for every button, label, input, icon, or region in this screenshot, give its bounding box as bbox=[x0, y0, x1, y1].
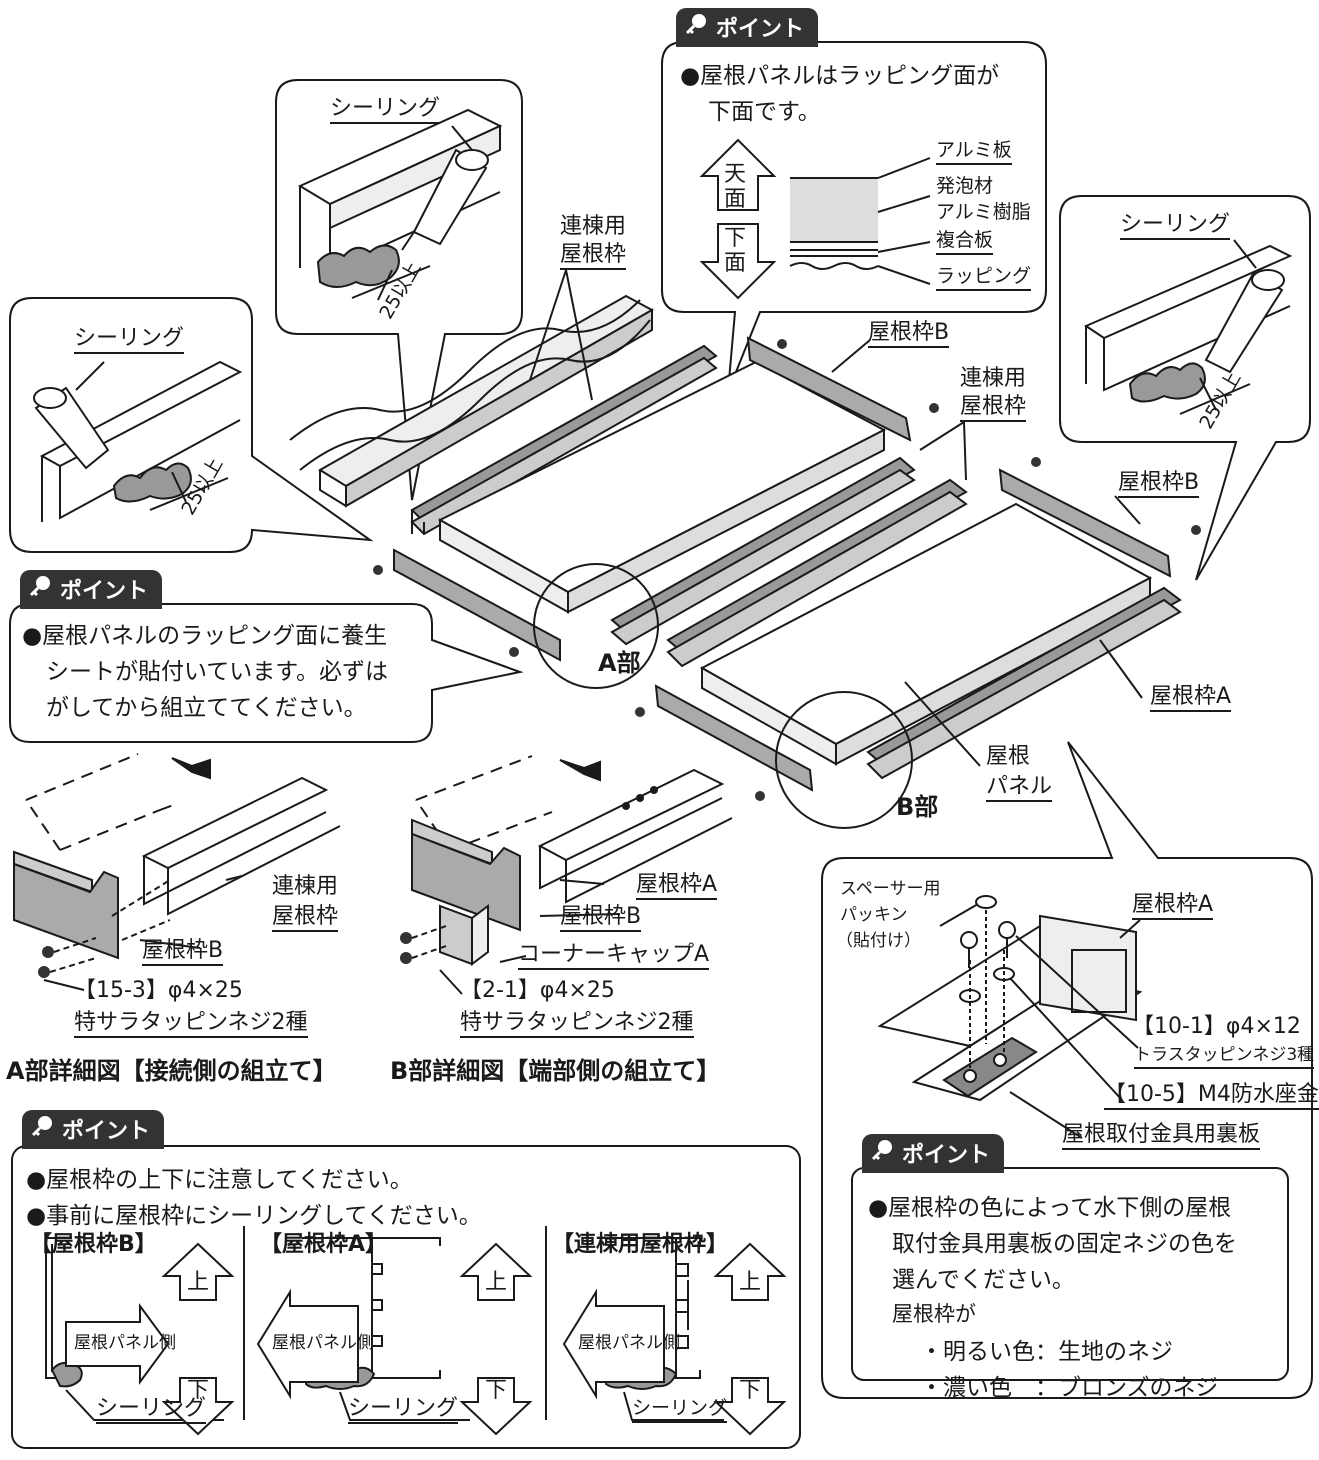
color-point-l1: ●屋根枠の色によって水下側の屋根 bbox=[868, 1195, 1232, 1221]
renmune-frame-label-2b: 屋根枠 bbox=[960, 394, 1027, 423]
section-renmune: 【連棟用屋根枠】 bbox=[552, 1232, 729, 1257]
bottom-point-l1: ●屋根枠の上下に注意してください。 bbox=[26, 1167, 413, 1193]
detail-b-frame-a: 屋根枠A bbox=[636, 872, 718, 901]
panel-side-b: 屋根パネル側 bbox=[74, 1333, 176, 1353]
detail-a-caption: A部詳細図【接続側の組立て】 bbox=[6, 1057, 337, 1085]
detail-b-corner-cap: コーナーキャップA bbox=[518, 942, 710, 971]
panel-point-line1: ●屋根パネルはラッピング面が bbox=[680, 63, 1000, 89]
renmune-frame-label-1a: 連棟用 bbox=[560, 214, 627, 239]
bottom-face-label: 下面 bbox=[724, 226, 747, 277]
sealing-label-top: シーリング bbox=[330, 96, 441, 125]
point-tag-bottom: ポイント bbox=[22, 1110, 165, 1149]
spacer-label-2: パッキン bbox=[840, 905, 908, 925]
down-label-r: 下 bbox=[739, 1378, 762, 1403]
panel-label-1: 屋根 bbox=[986, 744, 1031, 769]
point-tag-panel: ポイント bbox=[676, 8, 819, 47]
top-face-label: 天面 bbox=[724, 162, 747, 213]
bottom-point-l2: ●事前に屋根枠にシーリングしてください。 bbox=[26, 1203, 482, 1229]
key-icon bbox=[871, 1140, 892, 1161]
frame-b-label-top: 屋根枠B bbox=[868, 320, 950, 349]
detail-a-renmune-2: 屋根枠 bbox=[272, 904, 339, 933]
point-tag-color: ポイント bbox=[862, 1134, 1005, 1173]
sealing-label-right: シーリング bbox=[1120, 212, 1231, 241]
callout-left-sealing bbox=[9, 297, 374, 553]
detail-a-renmune-1: 連棟用 bbox=[272, 874, 339, 899]
detail-a-screw-code: 【15-3】φ4×25 bbox=[74, 978, 243, 1003]
color-point-l5: ・明るい色：生地のネジ bbox=[920, 1339, 1173, 1365]
layer-aluminum: アルミ板 bbox=[936, 139, 1012, 165]
key-icon bbox=[31, 1116, 52, 1137]
detail-c-screw-name: トラスタッピンネジ3種 bbox=[1134, 1045, 1315, 1069]
sealing-label-b: シーリング bbox=[96, 1396, 207, 1425]
layer-wrapping: ラッピング bbox=[936, 265, 1032, 291]
color-point-l4: 屋根枠が bbox=[892, 1302, 976, 1326]
spacer-label-3: （貼付け） bbox=[836, 931, 921, 951]
panel-side-a: 屋根パネル側 bbox=[272, 1333, 374, 1353]
detail-a-screw-name: 特サラタッピンネジ2種 bbox=[74, 1010, 308, 1039]
detail-c-screw-code: 【10-1】φ4×12 bbox=[1132, 1014, 1301, 1039]
panel-point-line2: 下面です。 bbox=[708, 99, 821, 125]
part-a-label: A部 bbox=[598, 649, 641, 677]
layer-resin: アルミ樹脂 bbox=[936, 201, 1031, 223]
callout-sheet-point bbox=[9, 603, 524, 743]
detail-c-back-plate: 屋根取付金具用裏板 bbox=[1062, 1122, 1261, 1151]
key-icon bbox=[685, 14, 706, 35]
detail-c-frame-a: 屋根枠A bbox=[1132, 892, 1214, 921]
detail-b-caption: B部詳細図【端部側の組立て】 bbox=[390, 1057, 721, 1085]
up-label-a: 上 bbox=[485, 1270, 508, 1295]
renmune-frame-label-2a: 連棟用 bbox=[960, 366, 1027, 391]
detail-b-frame-b: 屋根枠B bbox=[560, 904, 642, 933]
detail-b-screw-name: 特サラタッピンネジ2種 bbox=[460, 1010, 694, 1039]
point-tag-sheet: ポイント bbox=[20, 570, 163, 609]
down-label-a: 下 bbox=[485, 1378, 508, 1403]
color-point-box bbox=[851, 1167, 1289, 1381]
sealing-label-left: シーリング bbox=[74, 326, 185, 355]
sealing-label-r: シーリング bbox=[632, 1397, 728, 1423]
frame-b-label-right: 屋根枠B bbox=[1118, 470, 1200, 499]
down-label-b: 下 bbox=[187, 1378, 210, 1403]
color-point-l3: 選んでください。 bbox=[892, 1267, 1075, 1293]
section-frame-a: 【屋根枠A】 bbox=[260, 1232, 388, 1257]
layer-composite: 複合板 bbox=[936, 229, 994, 255]
part-b-label: B部 bbox=[896, 793, 939, 821]
frame-a-label: 屋根枠A bbox=[1150, 684, 1232, 713]
sealing-label-a: シーリング bbox=[348, 1396, 459, 1425]
spacer-label-1: スペーサー用 bbox=[840, 879, 941, 899]
section-frame-b: 【屋根枠B】 bbox=[30, 1232, 157, 1257]
key-icon bbox=[29, 576, 50, 597]
sheet-point-l1: ●屋根パネルのラッピング面に養生 bbox=[22, 623, 388, 649]
layer-foam: 発泡材 bbox=[936, 175, 994, 197]
detail-c-washer: 【10-5】M4防水座金 bbox=[1104, 1082, 1319, 1111]
sheet-point-l3: がしてから組立ててください。 bbox=[46, 695, 367, 721]
color-point-l2: 取付金具用裏板の固定ネジの色を bbox=[892, 1231, 1237, 1257]
up-label-r: 上 bbox=[739, 1270, 762, 1295]
renmune-frame-label-1b: 屋根枠 bbox=[560, 242, 627, 271]
detail-a-frame-b: 屋根枠B bbox=[142, 938, 224, 967]
panel-label-2: パネル bbox=[986, 774, 1053, 803]
sheet-point-l2: シートが貼付いています。必ずは bbox=[46, 659, 389, 685]
color-point-l6: ・濃い色 ：ブロンズのネジ bbox=[920, 1375, 1219, 1401]
detail-b-screw-code: 【2-1】φ4×25 bbox=[460, 978, 615, 1003]
panel-side-r: 屋根パネル側 bbox=[578, 1333, 680, 1353]
up-label-b: 上 bbox=[187, 1270, 210, 1295]
